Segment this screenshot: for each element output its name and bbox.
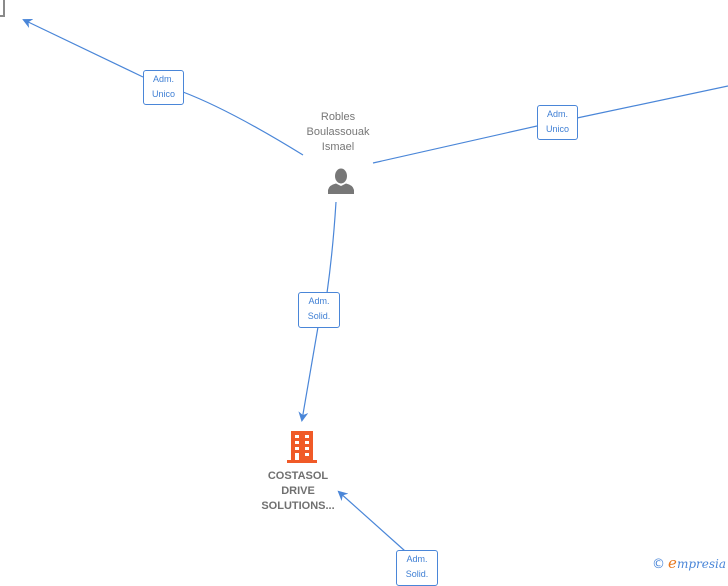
offscreen-node-fragment <box>0 0 5 17</box>
person-name-line1: Robles <box>320 111 356 123</box>
brand-name: mpresia <box>676 557 726 571</box>
edge-line-bottom <box>337 490 406 552</box>
edge-line-to-company <box>326 201 337 294</box>
edge-label-adm-unico-left[interactable]: Adm. Unico <box>143 70 184 105</box>
company-name-line3: SOLUTIONS... <box>261 500 335 512</box>
edge-label-adm-solid-company[interactable]: Adm. Solid. <box>298 292 340 328</box>
person-name-line3: Ismael <box>321 141 355 153</box>
person-name-line2: Boulassouak <box>306 126 370 138</box>
edge-label-line1: Adm. <box>546 109 568 119</box>
edge-label-line2: Solid. <box>307 311 331 321</box>
edge-label-line1: Adm. <box>152 74 174 84</box>
edge-label-line1: Adm. <box>406 554 428 564</box>
edge-line-top-right <box>372 125 538 164</box>
edge-line-top-left <box>182 91 304 156</box>
edge-label-adm-unico-right[interactable]: Adm. Unico <box>537 105 578 140</box>
building-icon[interactable] <box>287 430 317 464</box>
company-name-line2: DRIVE <box>281 485 315 497</box>
empresia-watermark: ©empresia <box>652 554 726 572</box>
brand-initial: e <box>668 554 677 572</box>
edge-label-adm-solid-bottom[interactable]: Adm. Solid. <box>396 550 438 586</box>
edge-label-line2: Unico <box>545 124 569 134</box>
edge-label-line2: Solid. <box>405 569 429 579</box>
copyright-icon: © <box>652 557 666 572</box>
company-node-name[interactable]: COSTASOL DRIVE SOLUTIONS... <box>248 469 348 514</box>
edge-label-line2: Unico <box>151 89 175 99</box>
person-icon[interactable] <box>326 166 356 196</box>
person-node-name[interactable]: Robles Boulassouak Ismael <box>288 110 388 155</box>
edge-label-line1: Adm. <box>308 296 330 306</box>
company-name-line1: COSTASOL <box>267 470 329 482</box>
